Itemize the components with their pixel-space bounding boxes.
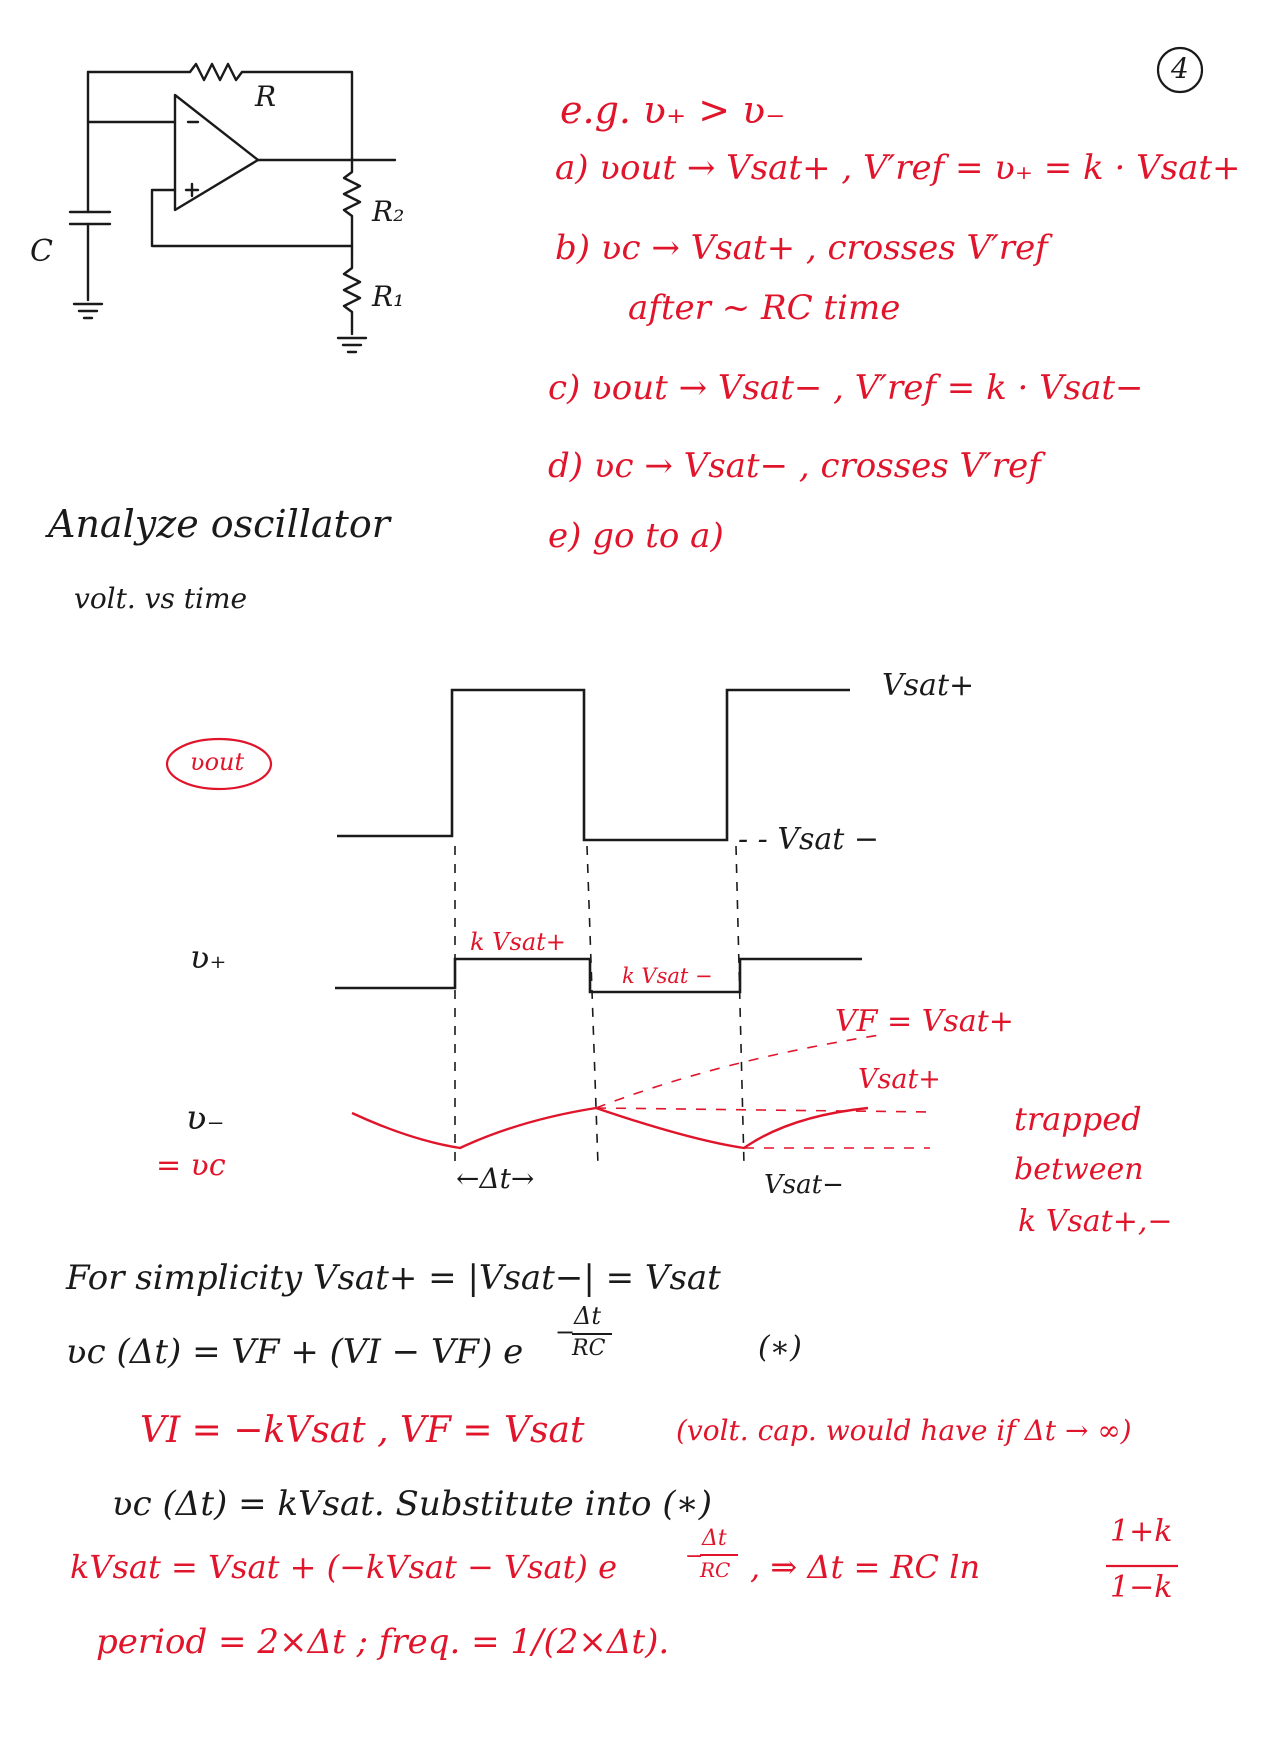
step-d: d) ʋc → Vsat− , crosses V′ref xyxy=(548,446,1041,486)
label-k-vsat-pm: k Vsat+,− xyxy=(1018,1204,1173,1239)
vout-oval xyxy=(165,737,273,791)
resistor-r1 xyxy=(342,246,362,336)
opamp-triangle xyxy=(173,93,260,212)
eq-vi-vf: VI = −kVsat , VF = Vsat xyxy=(140,1410,585,1451)
plus-input-wire xyxy=(150,188,354,248)
vplus-waveform xyxy=(335,957,862,994)
step-c: c) ʋout → Vsat− , V′ref = k · Vsat− xyxy=(548,368,1144,408)
capacitor xyxy=(68,210,112,226)
eq-ln-den: 1−k xyxy=(1110,1570,1173,1605)
eq-kvsat: kVsat = Vsat + (−kVsat − Vsat) e xyxy=(70,1548,618,1586)
eq-exp2-den: RC xyxy=(700,1558,731,1582)
eq-period: period = 2×Δt ; freq. = 1/(2×Δt). xyxy=(96,1622,670,1662)
eq-star: (∗) xyxy=(758,1330,802,1365)
label-vsat-plus: Vsat+ xyxy=(882,668,975,703)
label-k-vsat-plus: k Vsat+ xyxy=(470,928,566,956)
step-b-cont: after ~ RC time xyxy=(628,288,901,328)
label-trapped: trapped xyxy=(1014,1100,1142,1138)
heading-title: Analyze oscillator xyxy=(48,502,390,546)
page-number: 4 xyxy=(1171,52,1189,85)
eq-exp-num: Δt xyxy=(574,1302,601,1330)
label-vsat-plus-small: Vsat+ xyxy=(858,1064,941,1095)
label-between: between xyxy=(1014,1152,1144,1187)
cap-ground xyxy=(72,302,104,320)
opamp-plus-sign xyxy=(184,182,200,198)
label-r1: R₁ xyxy=(372,280,405,313)
eq-simplicity: For simplicity Vsat+ = |Vsat−| = Vsat xyxy=(66,1258,721,1298)
label-c: C xyxy=(30,234,53,269)
label-r: R xyxy=(255,80,277,113)
eq-exp2-num: Δt xyxy=(702,1526,727,1551)
eq-vf-note: (volt. cap. would have if Δt → ∞) xyxy=(676,1414,1132,1447)
r1-ground xyxy=(336,336,368,354)
eq-exp2-sign: − xyxy=(685,1544,704,1569)
label-vc: = ʋc xyxy=(156,1148,226,1183)
label-k-vsat-minus: k Vsat − xyxy=(622,964,713,988)
step-e: e) go to a) xyxy=(548,516,724,556)
eq-exp-sign: − xyxy=(555,1318,576,1346)
label-vf: VF = Vsat+ xyxy=(835,1004,1014,1039)
eq-substitute: ʋc (Δt) = kVsat. Substitute into (∗) xyxy=(112,1484,712,1524)
label-vplus: ʋ₊ xyxy=(190,938,227,976)
eq-delta-t: , ⇒ Δt = RC ln xyxy=(750,1548,981,1586)
label-delta-t: ←Δt→ xyxy=(456,1162,535,1195)
eq-ln-num: 1+k xyxy=(1110,1514,1173,1549)
step-b: b) ʋc → Vsat+ , crosses V′ref xyxy=(555,228,1048,268)
label-vsat-minus: - - Vsat − xyxy=(738,822,880,857)
label-vminus: ʋ₋ xyxy=(186,1098,225,1138)
vout-waveform xyxy=(337,688,850,842)
circuit-diagram xyxy=(68,62,397,354)
resistor-r2 xyxy=(342,156,362,250)
vc-asymptotes xyxy=(595,1034,931,1149)
heading-subtitle: volt. vs time xyxy=(74,582,248,615)
step-a: a) ʋout → Vsat+ , V′ref = ʋ₊ = k · Vsat+ xyxy=(555,148,1241,188)
resistor-r xyxy=(86,62,354,160)
eq-exp-den: RC xyxy=(572,1336,606,1361)
eq-vc-general: ʋc (Δt) = VF + (VI − VF) e xyxy=(66,1332,524,1372)
step-eg: e.g. ʋ₊ > ʋ₋ xyxy=(560,88,786,132)
page-number-circle xyxy=(1156,46,1204,94)
label-vout: ʋout xyxy=(190,748,245,776)
label-r2: R₂ xyxy=(372,195,405,228)
label-vsat-minus-small: Vsat− xyxy=(764,1170,844,1200)
